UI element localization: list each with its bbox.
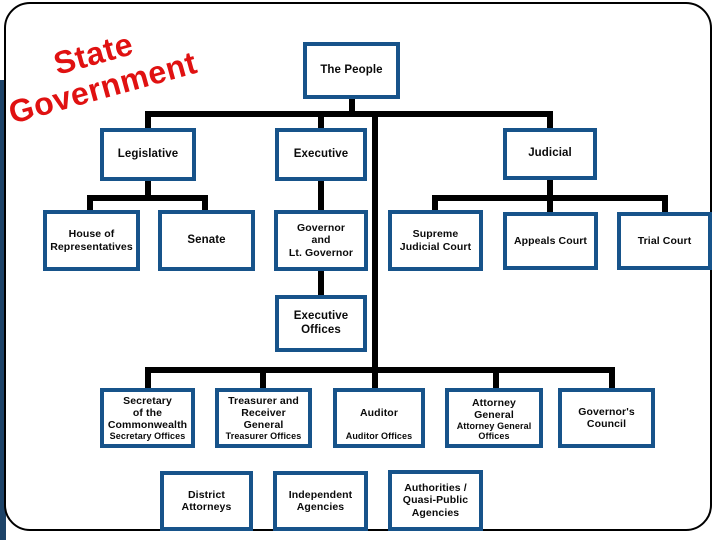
org-node-treasurer-receiver-general: Treasurer and Receiver General Treasurer…	[215, 388, 312, 448]
org-node-label: Attorney General	[472, 396, 516, 421]
connector-legislative-stub	[145, 111, 151, 128]
org-node-label: House of Representatives	[50, 228, 133, 253]
org-node-label: Judicial	[528, 147, 572, 160]
org-node-label: Secretary of the Commonwealth	[107, 395, 188, 432]
connector-legislative-down	[145, 181, 151, 198]
org-node-secretary-of-the-commonwealth: Secretary of the Commonwealth Secretary …	[100, 388, 195, 448]
org-node-governors-council: Governor's Council	[558, 388, 655, 448]
org-node-appeals-court: Appeals Court	[503, 212, 598, 270]
connector-center-trunk	[372, 111, 378, 388]
org-node-label: Senate	[187, 233, 226, 246]
org-node-label: Supreme Judicial Court	[399, 228, 472, 253]
org-node-executive: Executive	[275, 128, 367, 181]
org-node-label: The People	[320, 63, 383, 76]
connector-executive-governor	[318, 181, 324, 210]
org-node-label: Authorities / Quasi-Public Agencies	[402, 482, 469, 519]
org-node-label: Independent Agencies	[288, 488, 353, 513]
org-node-trial-court: Trial Court	[617, 212, 712, 270]
org-node-label: District Attorneys	[181, 488, 232, 513]
org-node-label: Governor's Council	[578, 405, 635, 430]
org-node-independent-agencies: Independent Agencies	[273, 471, 368, 531]
org-node-house-of-representatives: House of Representatives	[43, 210, 140, 271]
org-node-legislative: Legislative	[100, 128, 196, 181]
org-node-label: Governor and Lt. Governor	[288, 222, 354, 259]
connector-trial-stub	[662, 195, 668, 212]
org-node-sublabel: Treasurer Offices	[225, 430, 302, 441]
connector-treasurer-stub	[260, 367, 266, 388]
connector-supreme-stub	[432, 195, 438, 212]
connector-executive-stub	[318, 111, 324, 128]
connector-main-horizontal	[145, 111, 553, 117]
connector-legislative-horizontal	[87, 195, 208, 201]
slide-left-accent-bar	[0, 80, 6, 540]
connector-appeals-stub	[547, 195, 553, 212]
org-node-label: Appeals Court	[513, 234, 588, 247]
org-node-governor-lt-governor: Governor and Lt. Governor	[274, 210, 368, 271]
connector-people-stub	[349, 98, 355, 115]
org-node-label: Legislative	[117, 147, 179, 160]
org-node-senate: Senate	[158, 210, 255, 271]
org-node-executive-offices: Executive Offices	[275, 295, 367, 352]
org-node-auditor: Auditor Auditor Offices	[333, 388, 425, 448]
org-node-label: Executive Offices	[293, 310, 349, 336]
org-node-judicial: Judicial	[503, 128, 597, 180]
org-node-sublabel: Auditor Offices	[345, 430, 413, 441]
connector-senate-stub	[202, 195, 208, 210]
org-node-authorities-quasi-public-agencies: Authorities / Quasi-Public Agencies	[388, 470, 483, 531]
connector-governor-execoffices	[318, 271, 324, 295]
org-node-district-attorneys: District Attorneys	[160, 471, 253, 531]
org-node-supreme-judicial-court: Supreme Judicial Court	[388, 210, 483, 271]
connector-judicial-down	[547, 180, 553, 198]
connector-judicial-stub	[547, 111, 553, 128]
org-node-sublabel: Attorney General Offices	[456, 421, 532, 441]
org-node-label: Auditor	[359, 407, 399, 420]
org-node-label: Executive	[293, 147, 349, 160]
org-node-the-people: The People	[303, 42, 400, 99]
connector-house-stub	[87, 195, 93, 210]
connector-council-stub	[609, 367, 615, 388]
org-node-sublabel: Secretary Offices	[109, 430, 186, 441]
connector-secretary-stub	[145, 367, 151, 388]
connector-attorney-stub	[493, 367, 499, 388]
org-node-attorney-general: Attorney General Attorney General Office…	[445, 388, 543, 448]
connector-officers-horizontal	[145, 367, 615, 373]
org-node-label: Treasurer and Receiver General	[228, 395, 299, 432]
org-node-label: Trial Court	[637, 234, 692, 247]
